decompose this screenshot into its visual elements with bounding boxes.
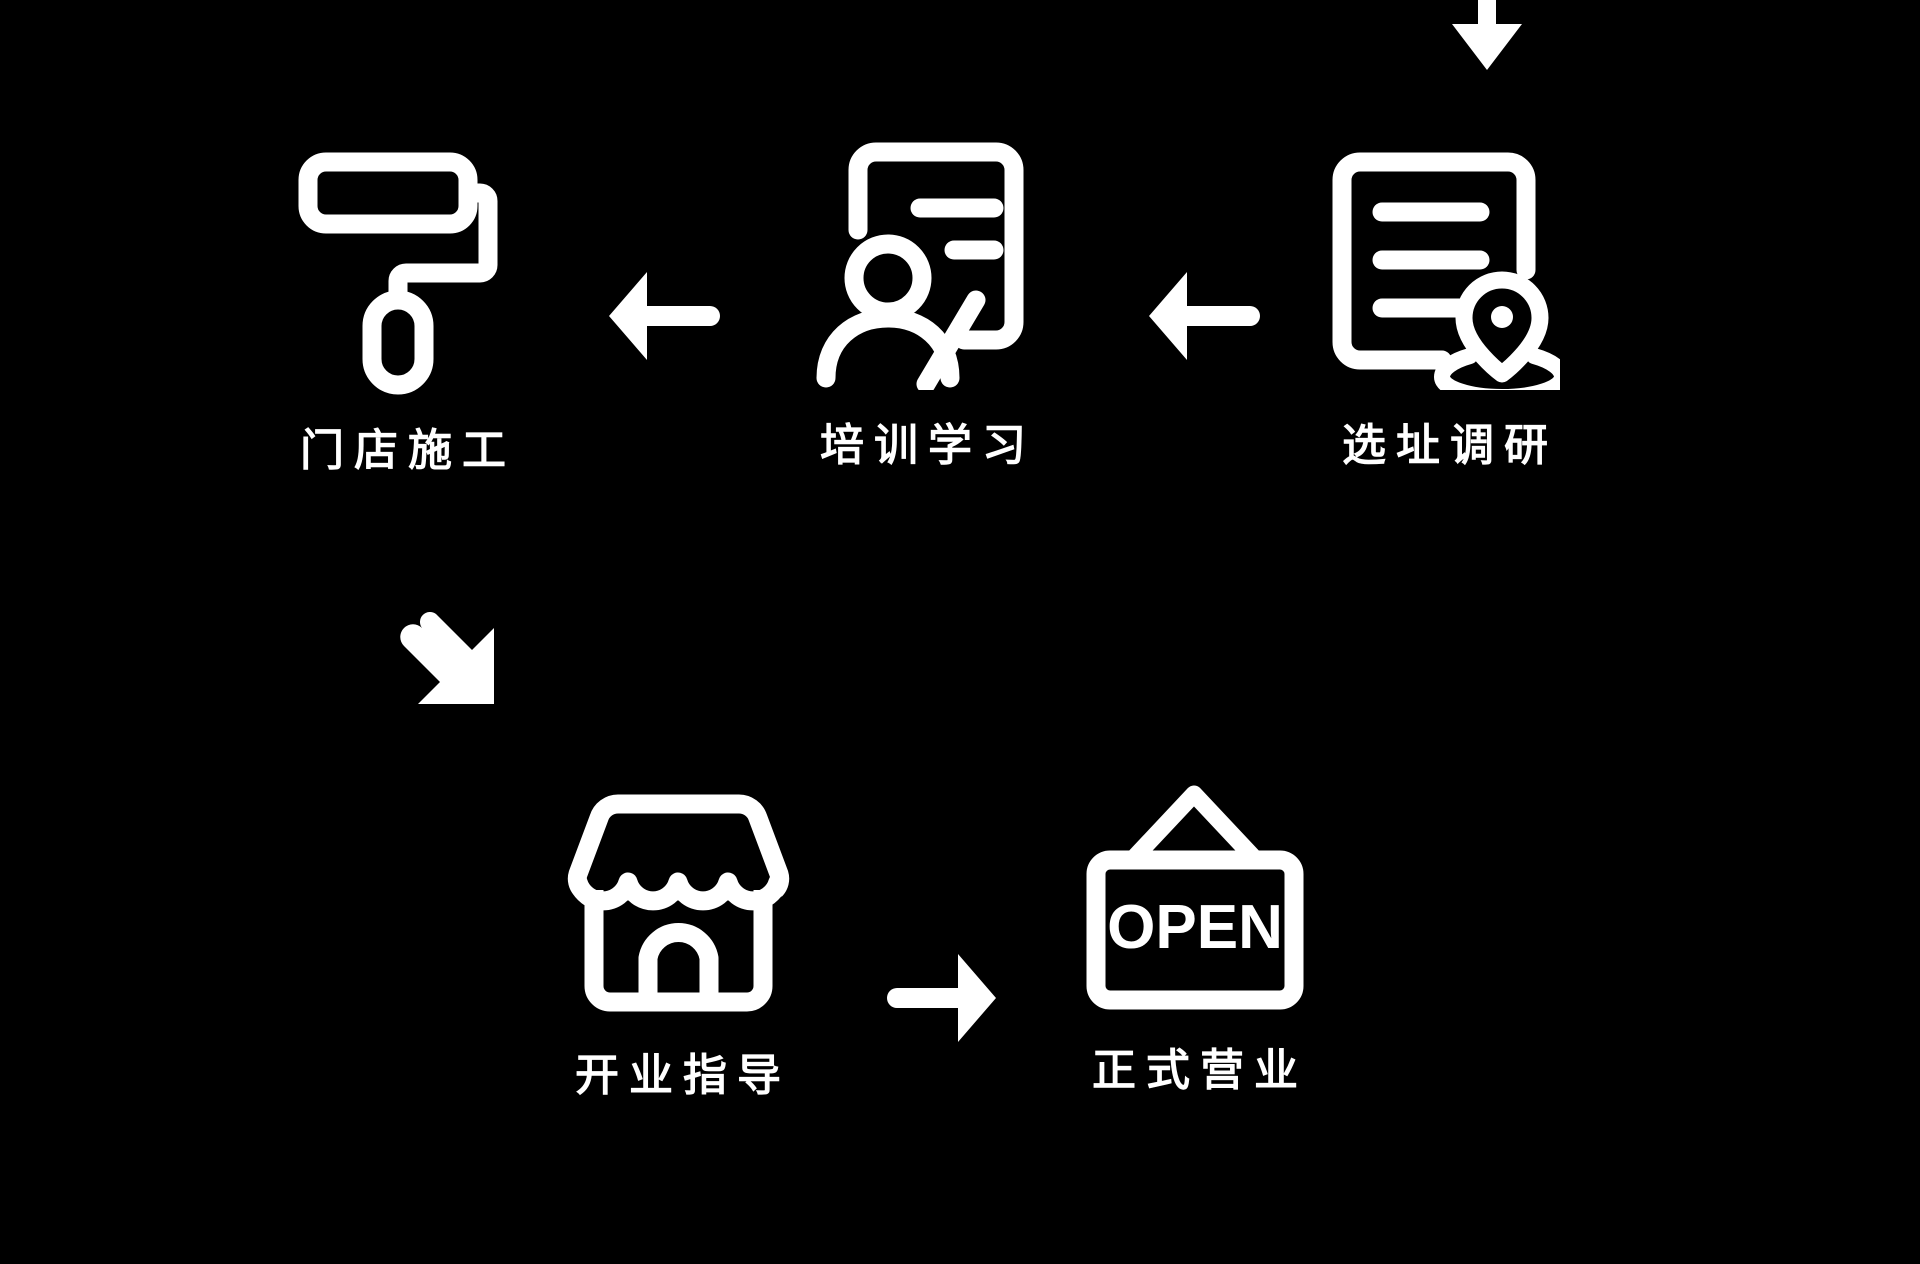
step-label: 正式营业 [1092, 1046, 1308, 1095]
step-official-business[interactable]: OPEN 正式营业 [1080, 780, 1310, 1093]
arrow-left-icon [605, 268, 720, 364]
step-label: 开业指导 [575, 1051, 791, 1100]
step-label: 选址调研 [1342, 421, 1558, 470]
open-sign-text: OPEN [1107, 893, 1283, 962]
arrow-left-icon [1145, 268, 1260, 364]
step-label: 培训学习 [820, 421, 1036, 470]
step-training[interactable]: 培训学习 [810, 140, 1036, 468]
arrow-down-right-icon [400, 610, 510, 715]
paint-roller-icon [298, 150, 508, 395]
arrow-right-icon [885, 950, 1000, 1046]
step-construction[interactable]: 门店施工 [290, 150, 516, 473]
step-label: 门店施工 [300, 426, 516, 475]
storefront-icon [566, 790, 791, 1020]
arrow-down-icon [1437, 0, 1537, 92]
person-presentation-board-icon [816, 140, 1031, 394]
open-sign-icon: OPEN [1080, 780, 1310, 1015]
step-site-survey[interactable]: 选址调研 [1330, 150, 1571, 470]
step-opening-guidance[interactable]: 开业指导 [565, 790, 791, 1098]
document-location-pin-icon [1330, 150, 1571, 406]
